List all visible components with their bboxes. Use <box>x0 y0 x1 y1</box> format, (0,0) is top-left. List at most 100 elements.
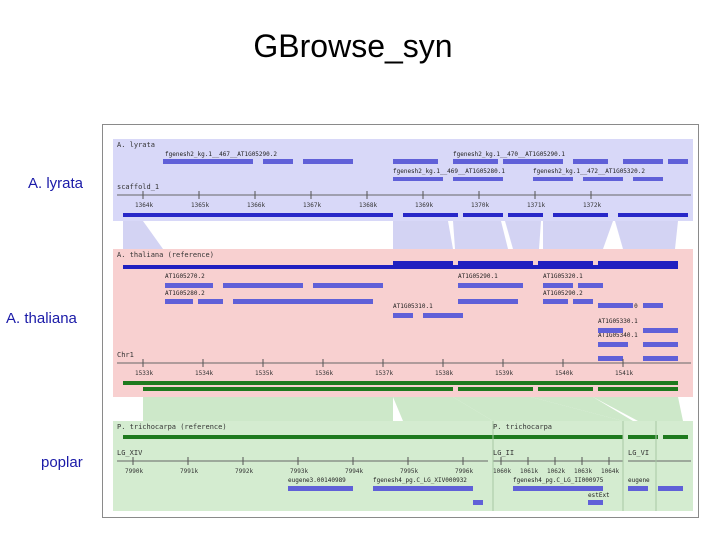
ruler-tick-label: 7992k <box>235 468 253 475</box>
synteny-connector <box>123 221 163 249</box>
ruler-tick-label: 1061k <box>520 468 538 475</box>
feature-label: fgenesh4_pg.C_LG_II000975 <box>513 477 604 484</box>
gene-feature <box>533 177 573 181</box>
feature-label: fgenesh4_pg.C_LG_XIV000932 <box>373 477 467 484</box>
feature-label: fgenesh2_kg.1__470__AT1G05290.1 <box>453 151 565 158</box>
gene-feature <box>223 283 303 288</box>
gene-feature <box>393 313 413 318</box>
lyrata-header: A. lyrata <box>117 141 155 149</box>
alignment-block <box>393 261 453 265</box>
gene-feature <box>198 299 223 304</box>
feature-label: AT1G05310.1 <box>393 303 433 310</box>
alignment-block <box>598 261 678 265</box>
alignment-block <box>123 435 493 439</box>
feature-label: fgenesh2_kg.1__467__AT1G05290.2 <box>165 151 277 158</box>
alignment-block <box>508 213 543 217</box>
gene-feature <box>543 299 568 304</box>
ruler-tick-label: 1538k <box>435 370 453 377</box>
feature-label: fgenesh2_kg.1__472__AT1G05320.2 <box>533 168 645 175</box>
gene-feature <box>598 342 628 347</box>
alignment-block <box>458 387 533 391</box>
synteny-connector <box>453 397 623 421</box>
poplar-sequence-left: LG_XIV <box>117 449 143 457</box>
gene-feature <box>573 299 593 304</box>
feature-label: estExt <box>588 492 610 499</box>
gene-feature <box>583 177 623 181</box>
ruler-tick-label: 1536k <box>315 370 333 377</box>
alignment-block <box>143 387 393 391</box>
ruler-tick-label: 1534k <box>195 370 213 377</box>
synteny-connector <box>531 397 633 421</box>
gene-feature <box>263 159 293 164</box>
synteny-connector <box>593 397 683 421</box>
ruler-tick-label: 7996k <box>455 468 473 475</box>
ruler-tick-label: 1539k <box>495 370 513 377</box>
gene-feature <box>643 342 678 347</box>
alignment-block <box>618 213 688 217</box>
ruler-tick-label: 7993k <box>290 468 308 475</box>
ruler-tick-label: 1364k <box>135 202 153 209</box>
feature-label: eugene3.00140989 <box>288 477 346 484</box>
poplar-sequence-far: LG_VI <box>628 449 649 457</box>
ruler-tick-label: 1063k <box>574 468 592 475</box>
gene-feature <box>503 159 563 164</box>
alignment-block <box>393 387 453 391</box>
ruler-tick-label: 1541k <box>615 370 633 377</box>
thaliana-header: A. thaliana (reference) <box>117 251 214 259</box>
synteny-connector <box>453 221 508 249</box>
poplar-header-right: P. trichocarpa <box>493 423 552 431</box>
gene-feature <box>313 283 383 288</box>
ruler-tick-label: 1369k <box>415 202 433 209</box>
thaliana-sequence-name: Chr1 <box>117 351 134 359</box>
gene-feature <box>578 283 603 288</box>
ruler-tick-label: 1368k <box>359 202 377 209</box>
ruler-tick-label: 7994k <box>345 468 363 475</box>
synteny-browser-canvas[interactable]: A. lyrata fgenesh2_kg.1__467__AT1G05290.2… <box>103 125 698 517</box>
poplar-header-left: P. trichocarpa (reference) <box>117 423 227 431</box>
ruler-tick-label: 1060k <box>493 468 511 475</box>
ruler-tick-label: 1366k <box>247 202 265 209</box>
feature-label: AT1G05290.2 <box>543 290 583 297</box>
feature-label: fgenesh2_kg.1__469__AT1G05280.1 <box>393 168 505 175</box>
thaliana-panel <box>113 249 693 397</box>
gene-feature <box>643 356 678 361</box>
alignment-block <box>463 213 503 217</box>
gene-feature <box>643 303 663 308</box>
alignment-block <box>538 387 593 391</box>
ruler-tick-label: 1367k <box>303 202 321 209</box>
alignment-block <box>493 435 623 439</box>
feature-label: AT1G05340.1 <box>598 332 638 339</box>
synteny-connector <box>543 221 613 249</box>
alignment-block <box>123 381 678 385</box>
ruler-tick-label: 1365k <box>191 202 209 209</box>
gene-feature <box>165 299 193 304</box>
gene-feature <box>573 159 608 164</box>
feature-label: eugene <box>628 477 650 484</box>
alignment-block <box>458 261 533 265</box>
gene-feature <box>598 303 633 308</box>
gene-feature <box>233 299 373 304</box>
gene-feature <box>643 328 678 333</box>
gene-feature <box>423 313 463 318</box>
alignment-block <box>598 387 678 391</box>
ruler-tick-label: 1062k <box>547 468 565 475</box>
alignment-block <box>403 213 458 217</box>
gene-feature <box>458 283 523 288</box>
alignment-block <box>663 435 688 439</box>
alignment-block <box>123 213 393 217</box>
alignment-block <box>553 213 608 217</box>
gene-feature <box>658 486 683 491</box>
gene-feature <box>453 177 503 181</box>
gene-feature <box>393 159 438 164</box>
gene-feature <box>513 486 603 491</box>
gene-feature <box>623 159 663 164</box>
feature-label: AT1G05280.2 <box>165 290 205 297</box>
gene-feature <box>165 283 213 288</box>
lyrata-sequence-name: scaffold_1 <box>117 183 159 191</box>
ruler-tick-label: 1372k <box>583 202 601 209</box>
synteny-browser-window[interactable]: A. lyrata fgenesh2_kg.1__467__AT1G05290.2… <box>102 124 699 518</box>
ruler-tick-label: 1537k <box>375 370 393 377</box>
alignment-block <box>123 265 678 269</box>
ruler-tick-label: 7991k <box>180 468 198 475</box>
feature-label: AT1G05290.1 <box>458 273 498 280</box>
